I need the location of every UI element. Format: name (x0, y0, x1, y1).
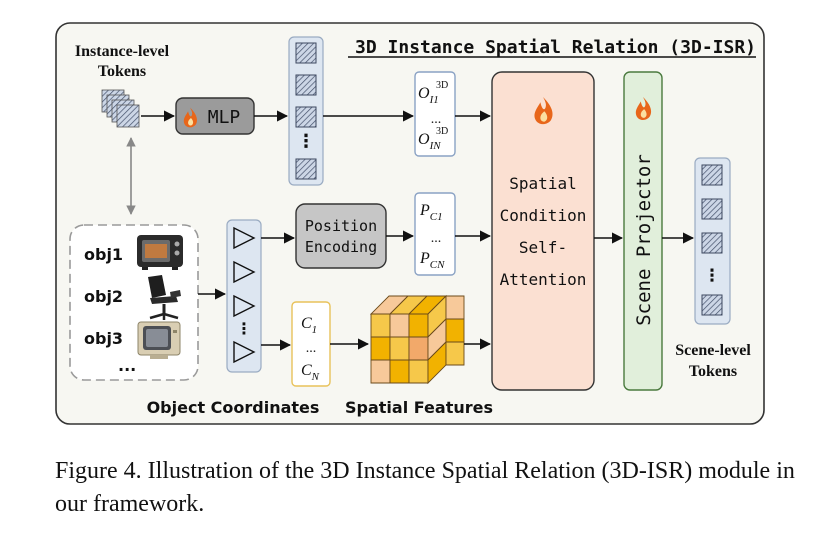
object-coordinates-label: Object Coordinates (147, 398, 320, 417)
c-first-base: C (301, 315, 312, 332)
o3d-last-sup: 3D (436, 126, 448, 137)
toaster-oven-icon (137, 235, 183, 270)
coordinate-column-ellipsis: ⋮ (236, 319, 252, 338)
coordinate-triangle-icon (233, 226, 256, 250)
c-first: C1 (301, 315, 317, 336)
o3d-box (414, 71, 456, 157)
o3d-first: OI1 (418, 85, 439, 106)
p-last-base: P (419, 250, 430, 267)
coordinate-triangle-icon (233, 260, 256, 284)
token-square-icon (295, 74, 317, 96)
feature-cube-icon (369, 294, 465, 385)
scene-token-ellipsis: ⋮ (704, 266, 721, 286)
o3d-first-sub: I1 (429, 94, 439, 106)
attention-line2: Condition (500, 206, 587, 225)
p-first-sub: C1 (430, 211, 443, 223)
p-box (414, 192, 456, 276)
attention-line1: Spatial (509, 174, 576, 193)
obj1-label: obj1 (84, 245, 123, 264)
position-encoding-line1: Position (305, 217, 377, 235)
o3d-ellipsis: ... (431, 112, 442, 127)
token-square-icon (295, 106, 317, 128)
spatial-features-label: Spatial Features (345, 398, 493, 417)
token-square-icon (701, 294, 723, 316)
module-title: 3D Instance Spatial Relation (3D-ISR) (355, 37, 756, 58)
token-square-icon (701, 198, 723, 220)
c-last: CN (301, 362, 320, 383)
c-first-sub: 1 (312, 324, 318, 336)
coordinate-column (226, 219, 262, 373)
token-column-ellipsis: ⋮ (297, 131, 315, 152)
office-chair-icon (148, 275, 181, 320)
p-first: PC1 (419, 202, 443, 223)
c-ellipsis: ... (306, 341, 317, 356)
c-last-base: C (301, 362, 312, 379)
mlp-label: MLP (208, 107, 241, 128)
o3d-last-base: O (418, 131, 430, 148)
coordinate-triangle-icon (233, 294, 256, 318)
attention-line4: Attention (500, 270, 587, 289)
token-square-icon (295, 158, 317, 180)
token-square-icon (701, 164, 723, 186)
p-first-base: P (419, 202, 430, 219)
obj3-label: obj3 (84, 329, 123, 348)
token-square-icon (295, 42, 317, 64)
c-last-sub: N (311, 371, 320, 383)
coordinate-triangle-icon (233, 340, 256, 364)
attention-line3: Self- (519, 238, 567, 257)
obj-more-label: ... (118, 356, 136, 375)
o3d-last-sub: IN (429, 140, 442, 152)
p-last-sub: CN (430, 259, 445, 271)
position-encoding-box (295, 203, 387, 269)
token-square-icon (116, 104, 140, 128)
scene-tokens-label-line2: Tokens (689, 363, 737, 380)
position-encoding-line2: Encoding (305, 238, 377, 256)
scene-projector-label: Scene Projector (633, 154, 655, 326)
p-last: PCN (419, 250, 445, 271)
crt-monitor-icon (137, 321, 181, 359)
figure-caption: Figure 4. Illustration of the 3D Instanc… (55, 458, 795, 517)
instance-tokens-stack (101, 89, 140, 128)
instance-tokens-label-line1: Instance-level (75, 43, 170, 60)
scene-tokens-label-line1: Scene-level (675, 342, 751, 359)
instance-tokens-label-line2: Tokens (98, 63, 146, 80)
scene-projector-box (623, 71, 663, 391)
o3d-last: OIN (418, 131, 441, 152)
obj2-label: obj2 (84, 287, 123, 306)
token-square-icon (701, 232, 723, 254)
spatial-attention-box (491, 71, 595, 391)
o3d-first-base: O (418, 85, 430, 102)
o3d-first-sup: 3D (436, 80, 448, 91)
p-ellipsis: ... (431, 231, 442, 246)
